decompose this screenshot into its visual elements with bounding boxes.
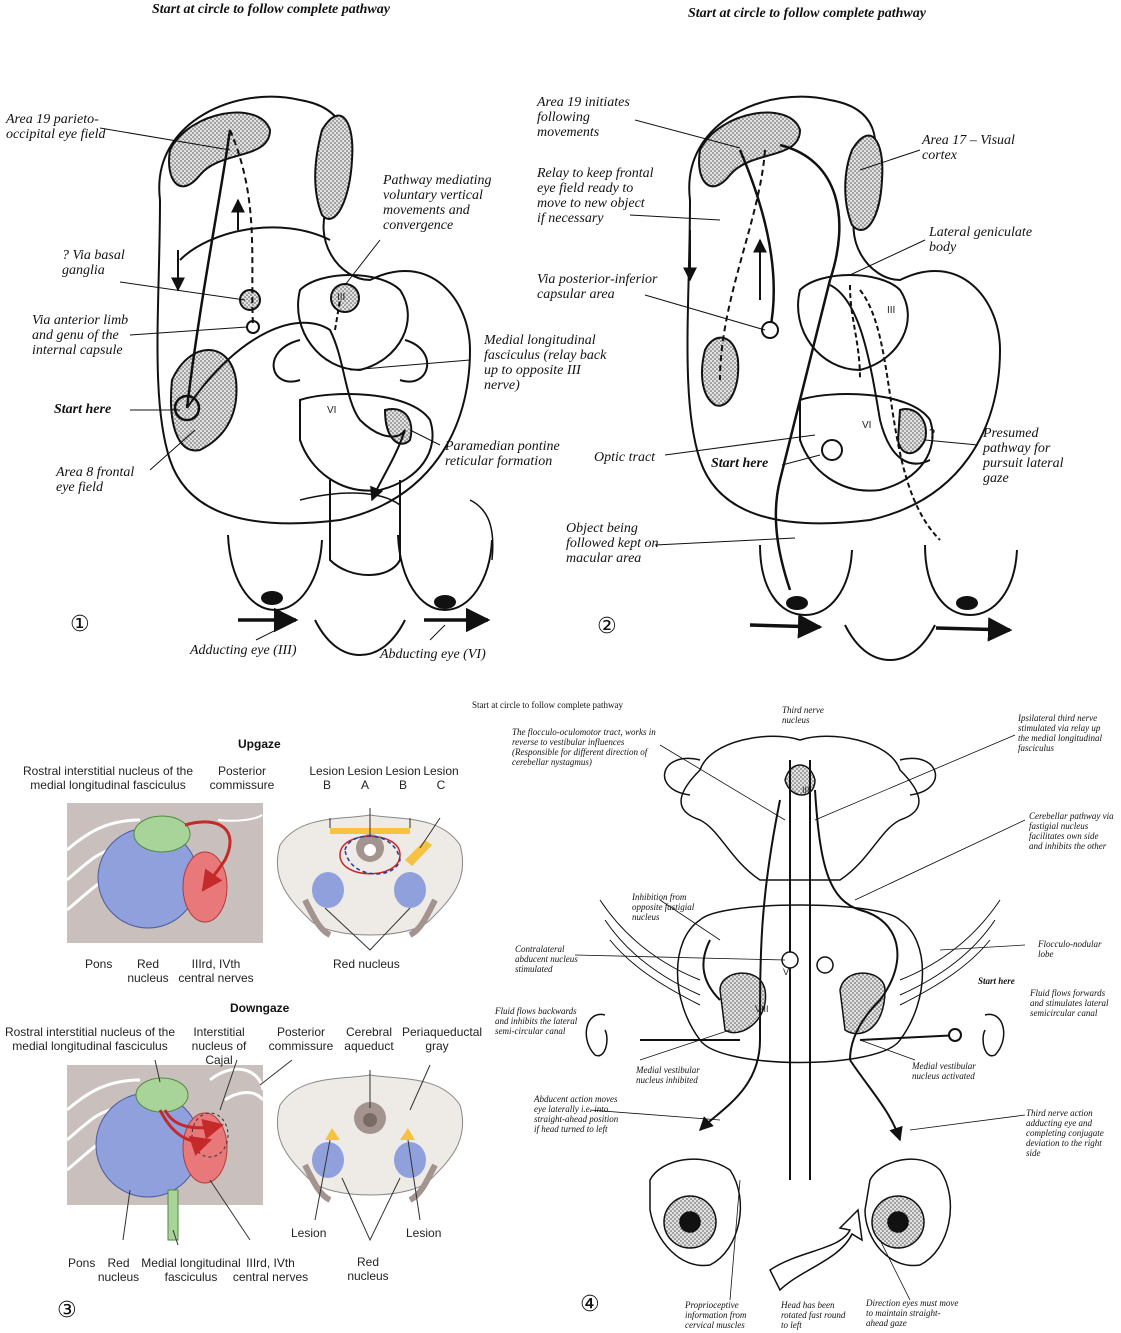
panel2-question: ? — [929, 427, 936, 442]
panel2-artwork — [629, 95, 1018, 662]
panel1-pprf-label: Paramedian pontine reticular formation — [445, 439, 560, 469]
panel3-number: ③ — [57, 1298, 77, 1323]
panel2-presumed-label: Presumed pathway for pursuit lateral gaz… — [983, 426, 1064, 486]
panel4-direction: Direction eyes must move to maintain str… — [866, 1298, 959, 1328]
panel4-proprio: Proprioceptive information from cervical… — [685, 1300, 747, 1330]
upgaze-nerves-label: IIIrd, IVth central nerves — [178, 957, 254, 985]
panel4-mvn-inhibited: Medial vestibular nucleus inhibited — [636, 1065, 700, 1085]
panel4-head: Head has been rotated fast round to left — [781, 1300, 846, 1330]
panel3-artwork — [66, 803, 464, 1246]
panel1-nucleus-iii: III — [337, 292, 346, 303]
downgaze-red-nucleus-label: Red nucleus — [97, 1256, 140, 1284]
panel4-ipsilateral: Ipsilateral third nerve stimulated via r… — [1018, 713, 1102, 753]
panel1-anterior-label: Via anterior limb and genu of the intern… — [32, 313, 129, 358]
downgaze-title: Downgaze — [230, 1001, 290, 1015]
panel1-adducting-label: Adducting eye (III) — [190, 643, 297, 658]
panel4-cerebellar: Cerebellar pathway via fastigial nucleus… — [1029, 811, 1114, 851]
panel4-third-nucleus: Third nerve nucleus — [782, 705, 824, 725]
panel1-area8-label: Area 8 frontal eye field — [56, 465, 135, 495]
downgaze-lesion-left: Lesion — [291, 1226, 327, 1240]
panel1-start-label: Start here — [54, 402, 112, 417]
area19-shape — [168, 111, 272, 188]
downgaze-lesion-right: Lesion — [406, 1226, 442, 1240]
panel1-abducting-label: Abducting eye (VI) — [380, 647, 486, 662]
panel1-basal-label: ? Via basal ganglia — [62, 248, 125, 278]
panel4-artwork — [574, 734, 1026, 1301]
start-circle — [173, 394, 201, 422]
panel1-mlf-label: Medial longitudinal fasciculus (relay ba… — [484, 333, 607, 393]
panel1-header: Start at circle to follow complete pathw… — [152, 2, 390, 17]
panel4-flocculo-tract: The flocculo-oculomotor tract, works in … — [512, 727, 656, 767]
panel4-flocculo-lobe: Flocculo-nodular lobe — [1038, 939, 1102, 959]
upgaze-rinmlf-label: Rostral interstitial nucleus of the medi… — [22, 764, 194, 792]
upgaze-commissure-label: Posterior commissure — [209, 764, 275, 792]
panel1-number: ① — [70, 612, 90, 637]
downgaze-commissure-label: Posterior commissure — [268, 1025, 334, 1053]
panel2-start-label: Start here — [711, 456, 769, 471]
panel4-mvn-activated: Medial vestibular nucleus activated — [912, 1061, 976, 1081]
panel2-number: ② — [597, 614, 617, 639]
upgaze-pons-label: Pons — [85, 957, 113, 971]
panel2-nucleus-vi: VI — [862, 420, 872, 431]
panel4-nucleus-vi: VI — [783, 967, 792, 977]
panel2-area17-label: Area 17 – Visual cortex — [922, 133, 1015, 163]
downgaze-nerves-label: IIIrd, IVth central nerves — [232, 1256, 309, 1284]
panel4-number: ④ — [580, 1292, 600, 1317]
panel4-start: Start here — [978, 976, 1015, 986]
upgaze-title: Upgaze — [238, 737, 281, 751]
panel4-header: Start at circle to follow complete pathw… — [472, 700, 623, 710]
panel4-fluid-fwd: Fluid flows forwards and stimulates late… — [1030, 988, 1109, 1018]
panel4-third-action: Third nerve action adducting eye and com… — [1026, 1108, 1104, 1158]
area17-shape — [844, 134, 884, 231]
panel2-object-label: Object being followed kept on macular ar… — [566, 521, 659, 566]
downgaze-rinmlf-label: Rostral interstitial nucleus of the medi… — [4, 1025, 176, 1053]
upgaze-red-nucleus-label: Red nucleus — [127, 957, 169, 985]
panel4-contralateral: Contralateral abducent nucleus stimulate… — [515, 944, 578, 974]
area19b-shape — [698, 111, 802, 188]
panel2-nucleus-iii: III — [887, 305, 896, 316]
panel1-nucleus-vi: VI — [327, 405, 337, 416]
panel2-posterior-label: Via posterior-inferior capsular area — [537, 272, 658, 302]
panel2-header: Start at circle to follow complete pathw… — [688, 6, 926, 21]
panel2-lgb-label: Lateral geniculate body — [929, 225, 1033, 255]
panel4-nucleus-viii: VIII — [755, 1004, 769, 1014]
panel4-fluid-back: Fluid flows backwards and inhibits the l… — [495, 1006, 578, 1036]
panel2-relay-label: Relay to keep frontal eye field ready to… — [537, 166, 654, 226]
panel2-optic-label: Optic tract — [594, 450, 656, 465]
downgaze-section-red-nucleus: Red nucleus — [347, 1255, 389, 1283]
downgaze-cajal-label: Interstitial nucleus of Cajal — [191, 1025, 247, 1067]
panel1-artwork — [99, 95, 494, 657]
panel4-nucleus-iii: III — [802, 785, 810, 795]
downgaze-periaqueductal-label: Periaqueductal gray — [402, 1025, 483, 1053]
panel1-pathway-label: Pathway mediating voluntary vertical mov… — [383, 173, 492, 233]
upgaze-section-red-nucleus: Red nucleus — [333, 957, 400, 971]
downgaze-aqueduct-label: Cerebral aqueduct — [344, 1025, 394, 1053]
panel2-area19-label: Area 19 initiates following movements — [537, 95, 630, 140]
downgaze-mlf-label: Medial longitudinal fasciculus — [141, 1256, 241, 1284]
panel4-inhibition: Inhibition from opposite fastigial nucle… — [632, 892, 695, 922]
panel1-area19-label: Area 19 parieto-occipital eye field — [6, 112, 106, 142]
downgaze-pons-label: Pons — [68, 1256, 96, 1270]
area8-shape — [170, 349, 238, 452]
panel4-abducent: Abducent action moves eye laterally i.e.… — [534, 1094, 619, 1134]
